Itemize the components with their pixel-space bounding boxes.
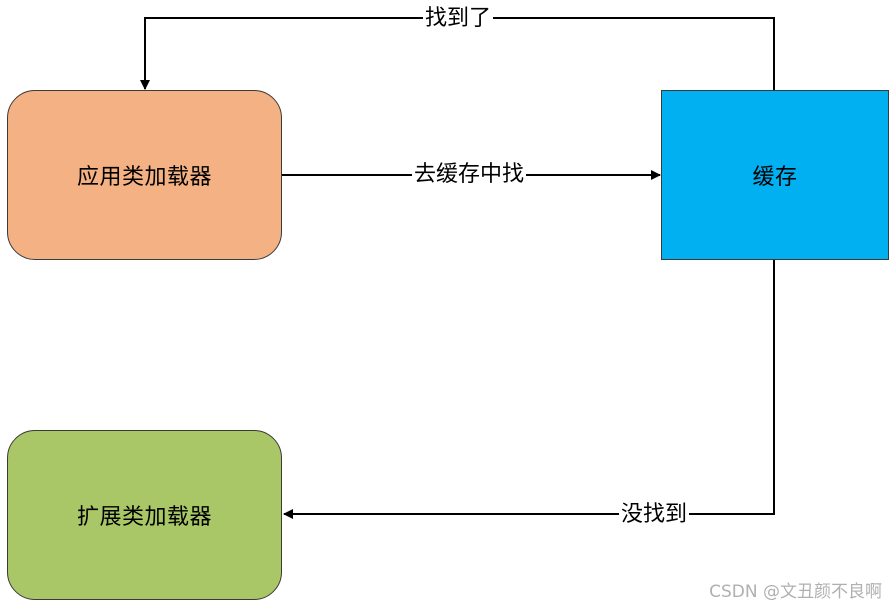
ext-class-loader-label: 扩展类加载器 [76, 505, 212, 530]
edge-not-found [283, 260, 775, 519]
edge-label-not-found: 没找到 [619, 502, 690, 528]
app-class-loader-node: 应用类加载器 [7, 90, 282, 260]
cache-label: 缓存 [752, 165, 798, 190]
edge-label-found: 找到了 [423, 6, 494, 32]
edge-label-search-cache: 去缓存中找 [412, 162, 527, 188]
ext-class-loader-node: 扩展类加载器 [7, 430, 282, 600]
app-class-loader-label: 应用类加载器 [76, 165, 212, 190]
watermark-text: CSDN @文丑颜不良啊 [709, 582, 882, 602]
cache-node: 缓存 [661, 90, 889, 260]
